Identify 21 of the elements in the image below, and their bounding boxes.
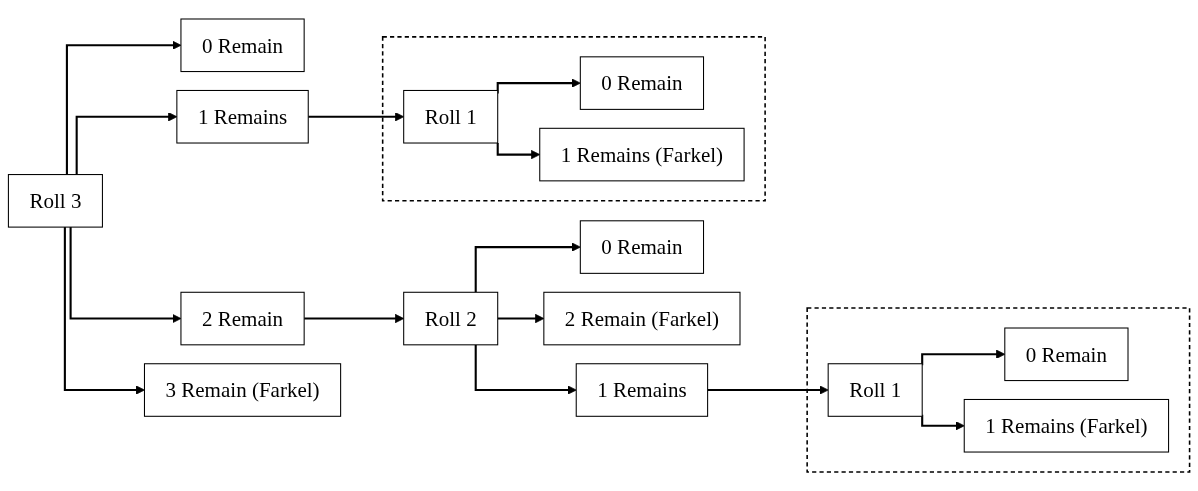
arrow	[63, 227, 145, 395]
node-box: 2 Remain (Farkel)	[543, 291, 741, 346]
arrow	[474, 344, 577, 395]
node-box: Roll 3	[7, 174, 103, 228]
node-box: 1 Remains	[575, 363, 709, 417]
node-box: 1 Remains	[176, 89, 309, 144]
node-box: 0 Remain	[180, 18, 305, 73]
cluster	[806, 307, 1191, 473]
arrow	[921, 414, 965, 431]
node-box: 0 Remain	[579, 56, 705, 110]
node-box: Roll 1	[827, 363, 923, 417]
node-box: 1 Remains (Farkel)	[539, 127, 745, 182]
node-box: Roll 1	[403, 89, 499, 144]
cluster	[381, 36, 766, 202]
node-box: 0 Remain	[1004, 327, 1129, 382]
node-box: 3 Remain (Farkel)	[143, 363, 342, 417]
node-box: 0 Remain	[579, 220, 705, 274]
node-box: 2 Remain	[180, 291, 305, 346]
node-box: 1 Remains (Farkel)	[963, 398, 1170, 453]
node-box: Roll 2	[403, 291, 499, 346]
arrow	[474, 242, 581, 293]
